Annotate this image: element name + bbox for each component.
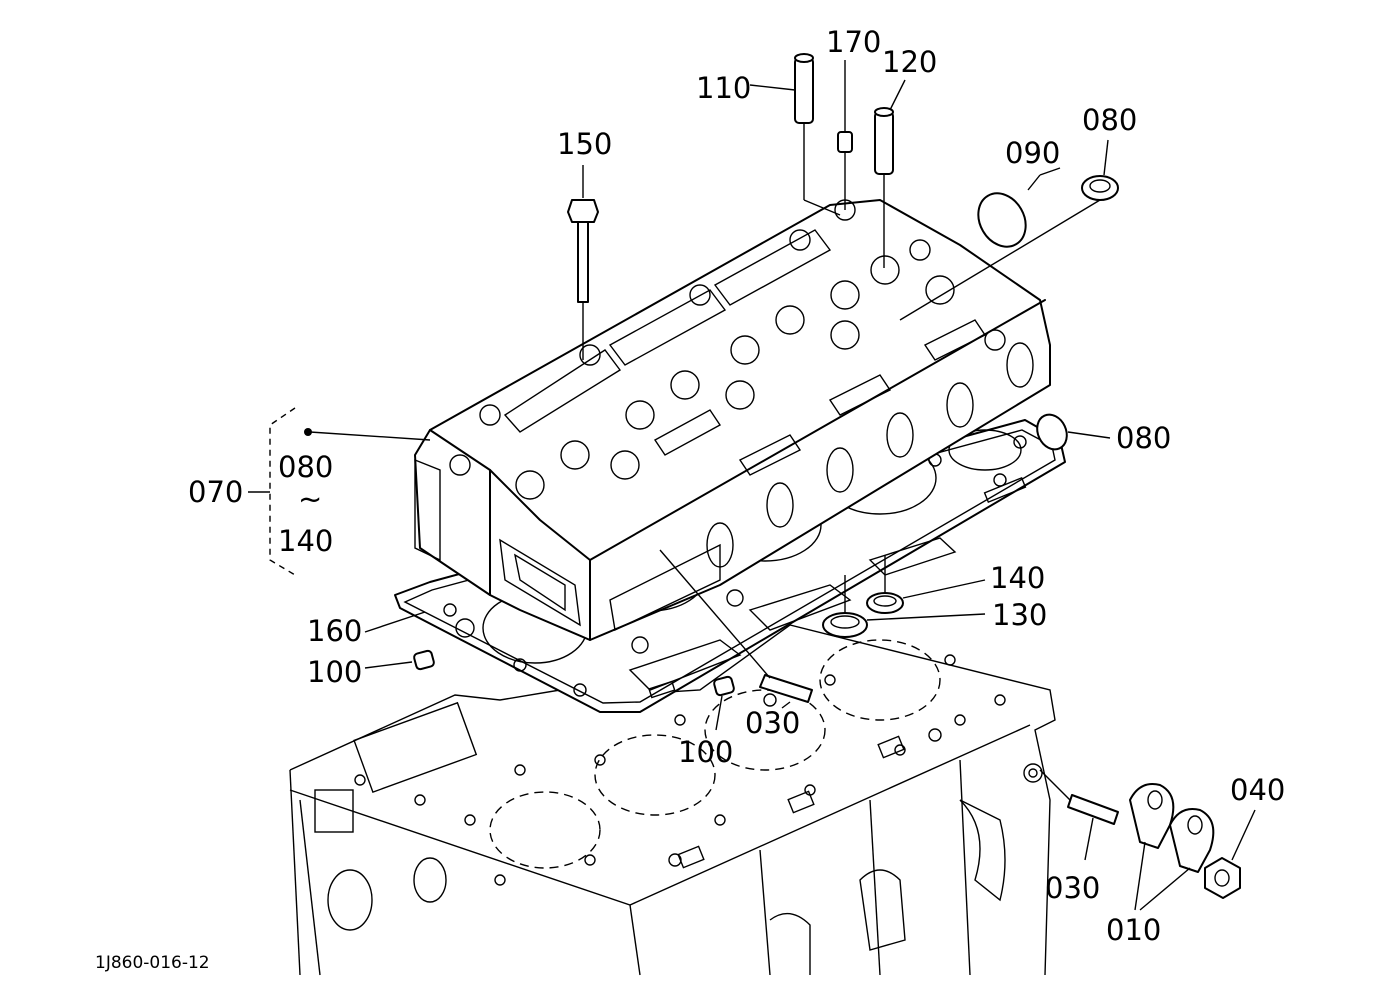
- dowel-100-mid: [713, 675, 735, 731]
- label-100-left: 100: [307, 655, 362, 689]
- label-140: 140: [990, 561, 1045, 595]
- seal-080-right: [1036, 413, 1111, 451]
- ring-140: [866, 555, 986, 614]
- valve-guide-120: [874, 107, 894, 268]
- label-120: 120: [882, 45, 937, 79]
- head-bolt-150: [567, 165, 599, 360]
- valve-guide-110: [794, 53, 841, 216]
- cylinder-block: [289, 624, 1056, 976]
- ring-130: [822, 575, 986, 638]
- plug-090: [977, 174, 1041, 248]
- label-090: 090: [1005, 136, 1060, 170]
- label-040: 040: [1230, 773, 1285, 807]
- label-030-right: 030: [1045, 871, 1100, 905]
- label-150: 150: [557, 127, 612, 161]
- cylinder-head: [414, 199, 1051, 641]
- leader-lines: [248, 79, 1109, 633]
- dowel-100-left: [364, 649, 435, 671]
- label-100-mid: 100: [678, 735, 733, 769]
- label-070-range-sep: ~: [298, 482, 322, 516]
- label-070: 070: [188, 475, 243, 509]
- label-110: 110: [696, 71, 751, 105]
- figure-id: 1J860-016-12: [95, 953, 210, 973]
- label-160: 160: [307, 614, 362, 648]
- label-070-range-to: 140: [278, 524, 333, 558]
- label-130: 130: [992, 598, 1047, 632]
- label-070-range-from: 080: [278, 450, 333, 484]
- label-080-top: 080: [1082, 103, 1137, 137]
- hook-010: [1129, 783, 1215, 911]
- label-030-mid: 030: [745, 706, 800, 740]
- label-170: 170: [826, 25, 881, 59]
- fitting-170: [837, 60, 853, 210]
- label-010: 010: [1106, 913, 1161, 947]
- label-080-right: 080: [1116, 421, 1171, 455]
- stud-030-mid: [659, 549, 813, 709]
- stud-030-right: [1039, 769, 1119, 861]
- seal-080-top: [899, 175, 1119, 321]
- part-labels: 170 120 110 150 090 080 080 070 080 ~ 14…: [95, 25, 1285, 973]
- nut-040: [1204, 809, 1256, 899]
